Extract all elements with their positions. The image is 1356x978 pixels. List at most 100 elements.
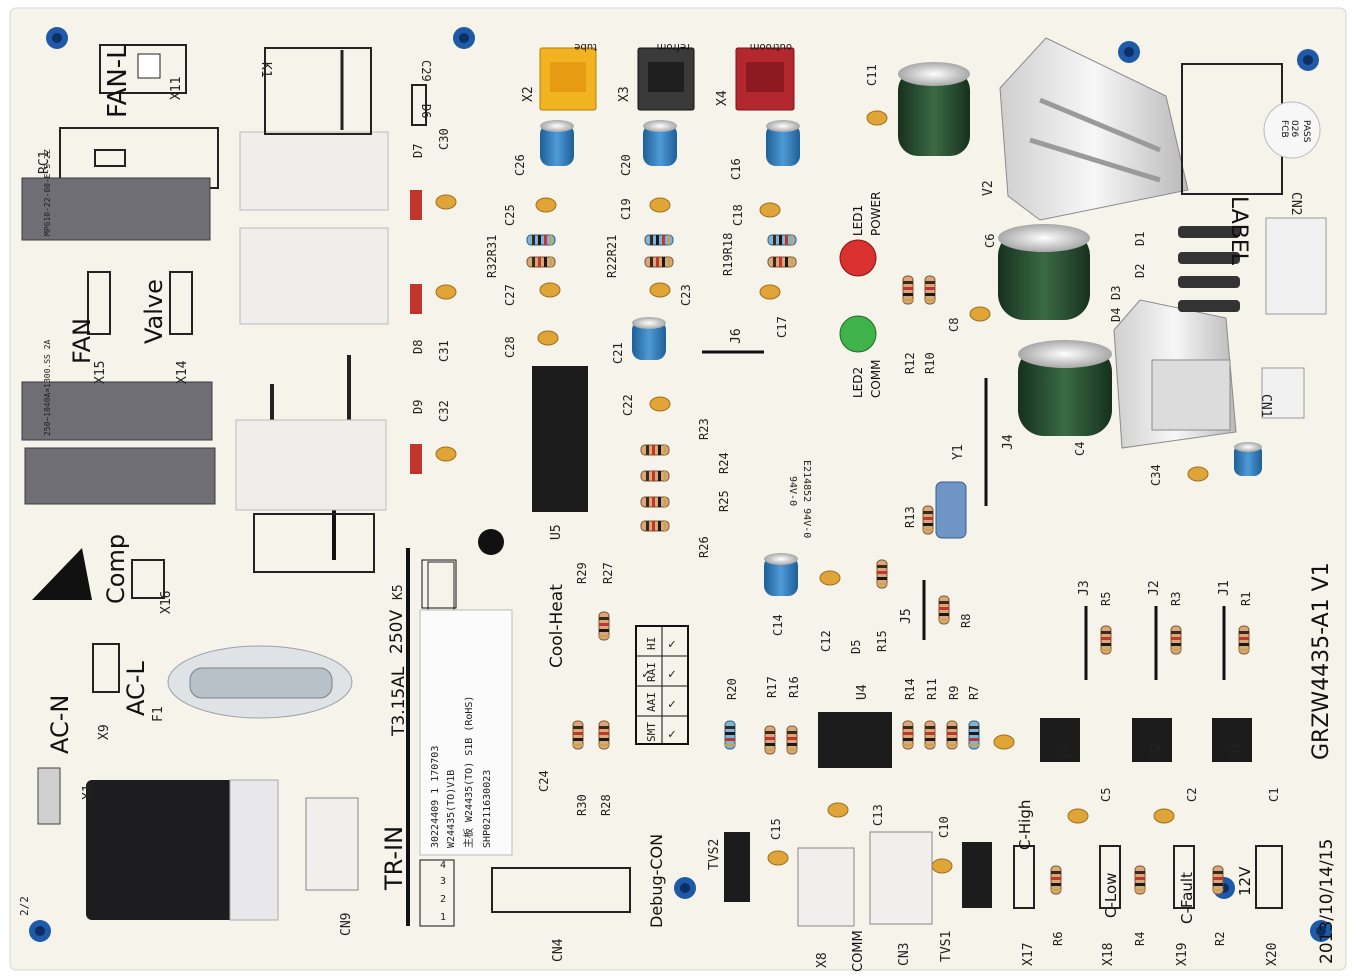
- mounting-holes: [29, 27, 1332, 942]
- des-r23: R23: [697, 418, 711, 440]
- label-refrom: refrom: [657, 41, 690, 52]
- mode-mark-3: ✓: [668, 667, 676, 682]
- connector-x2: [539, 47, 597, 111]
- mode-table: SMT AAI RAI HI ✓ ✓ ✓ ✓ ✓: [635, 625, 689, 745]
- des-cn9: CN9: [339, 913, 354, 936]
- des-r32r31: R32R31: [485, 235, 499, 278]
- label-ac-n: AC-N: [46, 695, 74, 754]
- ic-u5: [532, 366, 588, 512]
- des-c19: C19: [619, 198, 633, 220]
- des-k5: K5: [391, 584, 406, 600]
- des-u4: U4: [855, 684, 870, 700]
- connector-cn2: [1265, 217, 1327, 315]
- des-x9: X9: [97, 724, 112, 740]
- des-x11: X11: [169, 77, 184, 100]
- des-j2: J2: [1147, 580, 1162, 596]
- des-c27: C27: [503, 284, 517, 306]
- label-fuse-rating: T3.15AL: [389, 666, 409, 737]
- heatsink-regulator: [1113, 299, 1237, 449]
- label-power: POWER: [869, 192, 883, 236]
- des-c23: C23: [679, 284, 693, 306]
- des-cn2: CN2: [1288, 192, 1303, 215]
- ic-u2: [1132, 718, 1172, 762]
- des-c15: C15: [769, 818, 783, 840]
- mode-mark-1: ✓: [668, 727, 676, 742]
- des-d1: D1: [1133, 232, 1147, 246]
- des-d3: D3: [1109, 286, 1123, 300]
- cert-line1: 94V-0: [787, 476, 798, 506]
- label-c-fault: C-Fault: [1178, 872, 1196, 924]
- label-box: LABEL: [1226, 196, 1251, 266]
- des-x17: X17: [1021, 943, 1036, 966]
- sticker-line4: SHP0211630023: [482, 770, 493, 848]
- des-d8: D8: [411, 340, 425, 354]
- des-c10: C10: [937, 816, 951, 838]
- des-r11: R11: [925, 678, 939, 700]
- designators: X11 X15 X14 X16 X9 X1 X2 X3 X4 X8 X17 X1…: [37, 60, 1303, 968]
- des-u2: U2: [1149, 742, 1164, 758]
- tvs1: [962, 842, 992, 908]
- label-12v: 12V: [1236, 866, 1254, 896]
- des-x3: X3: [617, 86, 632, 102]
- des-c1: C1: [1267, 788, 1281, 802]
- des-c20: C20: [619, 154, 633, 176]
- des-c24: C24: [537, 770, 551, 792]
- label-comm: COMM: [851, 930, 866, 972]
- des-x19: X19: [1175, 943, 1190, 966]
- des-r28: R28: [599, 794, 613, 816]
- des-c14: C14: [771, 614, 785, 636]
- des-c8: C8: [947, 318, 961, 332]
- des-r5: R5: [1099, 592, 1113, 606]
- pcb-tag-1: FCB: [1279, 120, 1289, 138]
- label-fan: FAN: [68, 318, 96, 364]
- des-x1: X1: [81, 784, 96, 800]
- label-c-high: C-High: [1016, 800, 1034, 850]
- des-r19r18: R19R18: [721, 233, 735, 276]
- des-r14: R14: [903, 678, 917, 700]
- des-u3: U3: [1059, 742, 1074, 758]
- des-tvs1: TVS1: [939, 931, 954, 962]
- pin-2: 2: [440, 894, 446, 905]
- des-r26: R26: [697, 536, 711, 558]
- pin-number-strip: 1 2 3 4: [419, 559, 457, 927]
- connector-cn1: [1261, 367, 1305, 419]
- mode-rai: RAI: [645, 662, 658, 682]
- label-ac-l: AC-L: [122, 661, 150, 716]
- des-rc1: RC1: [37, 151, 52, 174]
- mode-mark-5: ✓: [642, 667, 650, 682]
- mode-smt: SMT: [645, 722, 658, 742]
- des-c25: C25: [503, 204, 517, 226]
- des-cn3: CN3: [897, 943, 912, 966]
- pcb-qc-sticker: [1263, 101, 1321, 159]
- des-r9: R9: [947, 686, 961, 700]
- des-k1: K1: [258, 62, 273, 78]
- des-d7: D7: [411, 144, 425, 158]
- transformer: [86, 780, 256, 920]
- des-u5: U5: [549, 524, 564, 540]
- des-f1: F1: [151, 706, 166, 722]
- pin-4: 4: [440, 860, 446, 871]
- sticker-line1: 30224409 1 170703: [430, 746, 441, 848]
- des-x18: X18: [1101, 943, 1116, 966]
- des-x4: X4: [715, 90, 730, 106]
- pcb-tag-3: PASS: [1301, 120, 1311, 143]
- des-j4: J4: [1001, 434, 1016, 450]
- des-cn1: CN1: [1258, 394, 1273, 417]
- des-c6: C6: [983, 234, 997, 248]
- des-c5: C5: [1099, 788, 1113, 802]
- sticker-line2: W24435(TO)V1B: [446, 770, 457, 848]
- des-r2: R2: [1213, 932, 1227, 946]
- diodes-right: [1178, 226, 1240, 312]
- des-d6: D6: [419, 104, 433, 118]
- des-d5: D5: [849, 640, 863, 654]
- des-r25: R25: [717, 490, 731, 512]
- des-y1: Y1: [951, 444, 966, 460]
- des-c4: C4: [1073, 442, 1087, 456]
- des-c30: C30: [437, 128, 451, 150]
- des-c18: C18: [731, 204, 745, 226]
- des-c34: C34: [1149, 464, 1163, 486]
- des-r17: R17: [765, 676, 779, 698]
- label-tr-in: TR-IN: [380, 826, 408, 891]
- mode-aai: AAI: [645, 692, 658, 712]
